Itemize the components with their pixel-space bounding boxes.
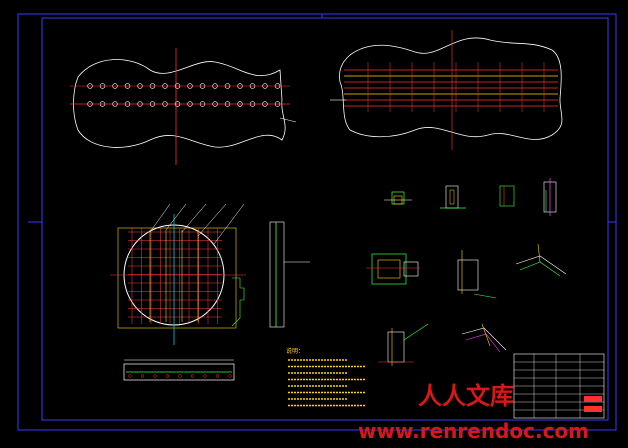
- strip-tick: [228, 374, 232, 378]
- notes-heading: 说明：: [286, 347, 304, 355]
- watermark-url: www.renrendoc.com: [358, 419, 589, 443]
- detail-4: [543, 178, 557, 216]
- callout-leader: [213, 203, 245, 245]
- callout-leader: [181, 203, 207, 233]
- strip-tick: [140, 374, 145, 378]
- detail-5: [366, 253, 420, 285]
- title-block-cells: [514, 354, 604, 418]
- detail-6: [457, 250, 497, 299]
- side-elevation: [269, 221, 310, 328]
- plan-view-rebar: [330, 30, 563, 150]
- detail-9: [461, 323, 507, 353]
- strip-tick: [178, 374, 182, 378]
- callout-leader: [197, 203, 227, 237]
- bottom-strip-section: [123, 359, 235, 381]
- inner-border: [41, 17, 609, 421]
- plan-outline-top-left: [73, 59, 286, 148]
- callout-leader: [149, 203, 171, 233]
- title-block: [513, 353, 605, 419]
- bolt-holes: [86, 83, 281, 107]
- strip-tick: [153, 374, 157, 378]
- section-grid: [128, 228, 222, 324]
- watermark-chinese: 人人文库: [418, 381, 514, 410]
- detail-7: [515, 243, 567, 277]
- detail-1: [384, 191, 412, 205]
- detail-3: [499, 185, 515, 207]
- strip-outline: [123, 363, 235, 381]
- title-block-stamp-2: [584, 406, 602, 412]
- strip-tick: [165, 374, 170, 378]
- strip-tick: [203, 374, 207, 378]
- plan-outline-top-right: [339, 37, 563, 140]
- detail-drawings: [366, 178, 567, 366]
- title-block-stamp-1: [584, 396, 602, 402]
- callout-leaders: [149, 203, 245, 245]
- leader-line: [279, 117, 297, 123]
- notes-lines: [288, 359, 365, 407]
- strip-tick: [128, 374, 132, 378]
- rebar-lines: [344, 62, 558, 112]
- circular-section: [110, 203, 246, 345]
- callout-leader: [165, 203, 187, 231]
- strip-tick: [215, 374, 220, 378]
- strip-tick: [190, 374, 195, 378]
- strip-ticks: [128, 374, 232, 378]
- detail-8: [378, 323, 429, 366]
- section-side-stair: [231, 277, 245, 327]
- plan-view-bolt-holes: [70, 48, 297, 165]
- elevation-column: [269, 221, 285, 328]
- notes-block: 说明：: [286, 347, 365, 407]
- detail-2: [440, 185, 466, 209]
